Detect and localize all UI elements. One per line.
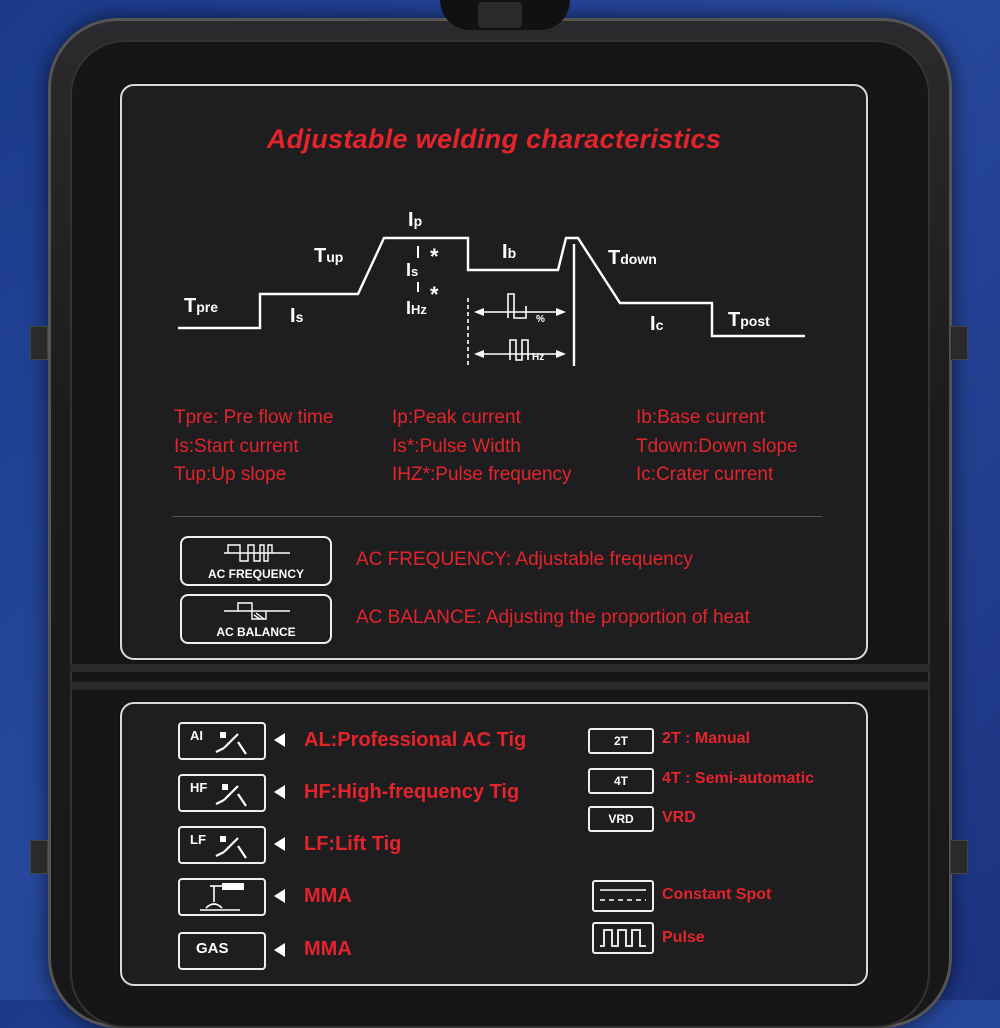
ac-frequency-description: AC FREQUENCY: Adjustable frequency [356, 549, 693, 570]
constant-spot-button[interactable] [592, 880, 654, 912]
handle-nut [478, 2, 522, 28]
mode-ac-tig-label: AI [190, 728, 203, 743]
welding-curve [178, 236, 805, 338]
welding-curve-diagram: Tpre Is Tup Ip Is IHz * * Ib Tdown Ic Tp… [178, 209, 805, 366]
mode-lift-tig-label: LF [190, 832, 206, 847]
mode-gas-description: MMA [304, 938, 352, 960]
legend-item: Is*:Pulse Width [392, 435, 521, 457]
ac-balance-description: AC BALANCE: Adjusting the proportion of … [356, 607, 750, 628]
pointer-arrow-icon [274, 733, 285, 747]
side-bolt-right-lower [950, 840, 968, 874]
ac-frequency-button[interactable]: AC FREQUENCY [180, 536, 332, 586]
legend-item: Tup:Up slope [174, 464, 287, 485]
tig-torch-icon [215, 732, 247, 755]
label-ib: Ib [502, 241, 516, 263]
label-ic: Ic [650, 313, 664, 335]
legend-item: Tdown:Down slope [636, 435, 798, 457]
pointer-arrow-icon [274, 889, 285, 903]
pulse-frequency-icon [509, 339, 529, 361]
side-bolt-right [950, 326, 968, 360]
tig-torch-icon [215, 836, 247, 859]
electrode-holder-icon [200, 883, 244, 911]
mode-mma-button[interactable] [178, 878, 266, 916]
pulse-button[interactable] [592, 922, 654, 954]
trigger-4t-description: 4T : Semi-automatic [662, 770, 815, 787]
side-bolt-left [30, 326, 48, 360]
vrd-description: VRD [662, 809, 696, 826]
label-is: Is [290, 305, 304, 327]
label-percent: % [536, 314, 545, 325]
pulse-width-icon [507, 293, 527, 319]
label-ip: Ip [408, 209, 422, 231]
label-is-pulse: Is [406, 260, 418, 280]
label-tpre: Tpre [184, 295, 218, 317]
legend-item: Ib:Base current [636, 407, 765, 428]
mode-hf-tig-button[interactable]: HF [178, 774, 266, 812]
label-tup: Tup [314, 245, 343, 267]
pulse-icon [600, 929, 646, 947]
legend-item: Tpre: Pre flow time [174, 407, 334, 428]
star-pulse-width: * [430, 244, 439, 269]
mode-ac-tig-description: AL:Professional AC Tig [304, 729, 527, 751]
pointer-arrow-icon [274, 943, 285, 957]
mode-lift-tig-button[interactable]: LF [178, 826, 266, 864]
trigger-2t-description: 2T : Manual [662, 730, 751, 747]
mode-ac-tig-button[interactable]: AI [178, 722, 266, 760]
pointer-arrow-icon [274, 837, 285, 851]
constant-spot-icon [600, 889, 646, 901]
legend-column-2: Ip:Peak current Is*:Pulse Width IHZ*:Pul… [392, 404, 572, 490]
legend-column-3: Ib:Base current Tdown:Down slope Ic:Crat… [636, 404, 798, 490]
label-hz: Hz [532, 352, 544, 363]
vent-grille [70, 682, 930, 690]
mode-lift-tig-description: LF:Lift Tig [304, 833, 402, 855]
mode-hf-tig-description: HF:High-frequency Tig [304, 781, 520, 803]
ac-frequency-icon [224, 544, 290, 562]
pulse-description: Pulse [662, 929, 705, 946]
legend-item: Is:Start current [174, 435, 299, 457]
mode-hf-tig-label: HF [190, 780, 208, 795]
vent-grille [70, 664, 930, 672]
ac-balance-button[interactable]: AC BALANCE [180, 594, 332, 644]
legend-item: IHZ*:Pulse frequency [392, 464, 572, 485]
tig-torch-icon [215, 784, 247, 807]
mode-mma-description: MMA [304, 885, 352, 907]
legend-item: Ic:Crater current [636, 464, 774, 485]
trigger-4t-button[interactable]: 4T [588, 768, 654, 794]
label-ihz: IHz [406, 298, 427, 318]
section-divider [172, 516, 822, 517]
side-bolt-left-lower [30, 840, 48, 874]
panel-title: Adjustable welding characteristics [266, 124, 722, 154]
legend-item: Ip:Peak current [392, 407, 521, 428]
vrd-button[interactable]: VRD [588, 806, 654, 832]
mode-gas-button[interactable]: GAS [178, 932, 266, 970]
ac-balance-label: AC BALANCE [216, 625, 296, 639]
constant-spot-description: Constant Spot [662, 886, 772, 903]
mode-gas-label: GAS [196, 940, 229, 957]
ac-balance-icon [224, 602, 290, 620]
trigger-2t-button[interactable]: 2T [588, 728, 654, 754]
label-tpost: Tpost [728, 309, 770, 331]
pointer-arrow-icon [274, 785, 285, 799]
legend-column-1: Tpre: Pre flow time Is:Start current Tup… [174, 404, 333, 490]
star-pulse-frequency: * [430, 282, 439, 307]
welding-modes-panel: AI AL:Professional AC Tig HF HF:High-fre… [120, 702, 868, 986]
label-tdown: Tdown [608, 247, 657, 269]
ac-frequency-label: AC FREQUENCY [207, 567, 304, 581]
welding-characteristics-panel: Adjustable welding characteristics Tpre … [120, 84, 868, 660]
